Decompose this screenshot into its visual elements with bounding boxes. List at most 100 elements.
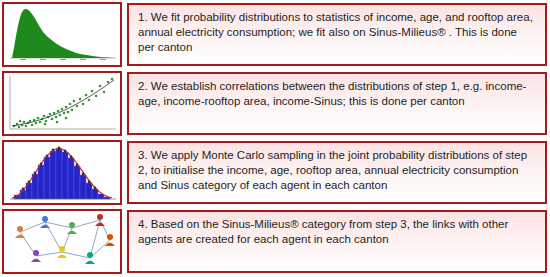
scatter-thumbnail-part <box>10 129 116 130</box>
scatter-thumbnail-part-part <box>44 123 47 126</box>
scatter-thumbnail-part-part <box>55 116 58 119</box>
scatter-thumbnail-part-part <box>43 115 46 118</box>
scatter-thumbnail-part-part <box>95 95 98 98</box>
network-thumbnail-part-part <box>90 240 110 258</box>
network-thumbnail-part-part-part <box>107 234 113 240</box>
network-thumbnail-part-part-part <box>69 222 75 228</box>
scatter-thumbnail-part-part <box>65 117 68 120</box>
step-text: 3. We apply Monte Carlo sampling in the … <box>138 148 536 193</box>
network-thumbnail-part-part <box>40 216 50 228</box>
network-thumbnail-part-part-part <box>42 216 48 222</box>
histogram-thumbnail-part-part <box>94 187 97 190</box>
network-thumbnail-part-part <box>85 252 95 264</box>
scatter-thumbnail-part-part <box>79 98 82 101</box>
step-text: 1. We fit probability distributions to s… <box>138 10 536 55</box>
histogram-thumbnail-part-part <box>38 165 44 199</box>
network-thumbnail-part-part-part <box>95 223 105 227</box>
histogram-thumbnail-part <box>10 199 116 200</box>
scatter-thumbnail-part-part <box>49 113 52 116</box>
scatter-thumbnail-part-part <box>107 81 110 84</box>
density-thumbnail-part-part <box>60 59 66 60</box>
network-thumbnail-part-part-part <box>59 246 65 252</box>
scatter-thumbnail-part-part <box>91 90 94 93</box>
density-thumbnail-part <box>20 59 106 60</box>
network-thumbnail-part-part-part <box>97 214 103 220</box>
scatter-thumbnail-part-part <box>56 121 59 124</box>
scatter-thumbnail-part-part <box>65 106 68 109</box>
scatter-thumbnail-part-part <box>85 94 88 97</box>
scatter-thumbnail-part-part <box>88 99 91 102</box>
scatter-thumbnail-part-part <box>99 85 102 88</box>
histogram-thumbnail <box>3 141 121 204</box>
histogram-thumbnail-part-part <box>80 175 86 199</box>
scatter-thumbnail-part-part <box>63 112 66 115</box>
scatter-thumbnail-part-part <box>59 114 62 117</box>
network-thumbnail-part-part-part <box>57 255 67 259</box>
network-thumbnail-part-part <box>72 220 100 228</box>
scatter-thumbnail-part-part <box>51 118 54 121</box>
density-thumbnail <box>3 3 121 66</box>
scatter-thumbnail-part-part <box>23 121 26 124</box>
histogram-thumbnail-part-part <box>58 147 61 150</box>
step-box: 1. We fit probability distributions to s… <box>127 3 547 66</box>
histogram-thumbnail-part-part <box>52 149 55 152</box>
network-thumbnail-part-part-part <box>67 231 77 235</box>
histogram-thumbnail-part-part <box>44 157 50 199</box>
histogram-thumbnail-part <box>14 149 110 199</box>
histogram-thumbnail-part-part <box>50 151 56 199</box>
scatter-thumbnail-part-part <box>76 105 79 108</box>
scatter-thumbnail-part <box>10 76 11 129</box>
scatter-thumbnail <box>3 72 121 135</box>
histogram-thumbnail-part-part <box>74 166 80 199</box>
network-thumbnail-part <box>20 220 110 258</box>
histogram-thumbnail-part <box>3 141 121 204</box>
network-thumbnail-part-part <box>15 226 25 238</box>
histogram-thumbnail-part-part <box>56 149 62 199</box>
density-thumbnail-part-part <box>80 59 86 60</box>
histogram-thumbnail-part-part <box>28 181 31 184</box>
density-thumbnail-part <box>12 9 115 58</box>
density-thumbnail-part-part <box>40 59 46 60</box>
histogram-thumbnail-part-part <box>82 173 85 176</box>
scatter-thumbnail-part-part <box>35 122 38 125</box>
scatter-thumbnail-part-part <box>25 125 28 128</box>
histogram-thumbnail-part <box>12 148 112 198</box>
network-thumbnail-part-part <box>95 214 105 226</box>
histogram-thumbnail-part-part <box>88 181 91 184</box>
histogram-thumbnail-part-part <box>40 163 43 166</box>
scatter-thumbnail-part-part <box>103 91 106 94</box>
network-thumbnail-part-part-part <box>105 243 115 247</box>
network-thumbnail-part-part-part <box>87 252 93 258</box>
network-thumbnail-part-part <box>105 234 115 246</box>
scatter-thumbnail-part <box>3 72 121 135</box>
density-thumbnail-part-part <box>100 59 106 60</box>
network-thumbnail-part-part-part <box>31 259 41 263</box>
scatter-thumbnail-part-part <box>57 110 60 113</box>
network-thumbnail-part-part-part <box>15 235 25 239</box>
scatter-thumbnail-part-part <box>67 111 70 114</box>
histogram-thumbnail-part-part <box>32 174 38 199</box>
network-thumbnail-part <box>3 210 121 273</box>
scatter-thumbnail-part-part <box>73 100 76 103</box>
scatter-thumbnail-part-part <box>53 112 56 115</box>
histogram-thumbnail-part-part <box>70 156 73 159</box>
scatter-thumbnail-part <box>13 78 114 129</box>
network-thumbnail-part-part <box>31 250 41 262</box>
step-text: 4. Based on the Sinus-Milieus® category … <box>138 217 536 247</box>
histogram-thumbnail-part <box>22 147 97 191</box>
network-thumbnail-part-part <box>36 252 62 256</box>
scatter-thumbnail-part-part <box>18 126 21 129</box>
density-thumbnail-part-part <box>20 59 26 60</box>
histogram-thumbnail-part-part <box>22 188 25 191</box>
network-thumbnail-part-part <box>57 246 67 258</box>
network-thumbnail-part-part <box>67 222 77 234</box>
network-thumbnail-part-part-part <box>33 250 39 256</box>
histogram-thumbnail-part-part <box>46 155 49 158</box>
network-thumbnail <box>3 210 121 273</box>
scatter-thumbnail-part-part <box>31 124 34 127</box>
scatter-thumbnail-part-part <box>71 109 74 112</box>
scatter-thumbnail-part <box>12 80 114 126</box>
histogram-thumbnail-part-part <box>64 150 67 153</box>
scatter-thumbnail-part-part <box>69 103 72 106</box>
scatter-thumbnail-part-part <box>111 78 114 81</box>
